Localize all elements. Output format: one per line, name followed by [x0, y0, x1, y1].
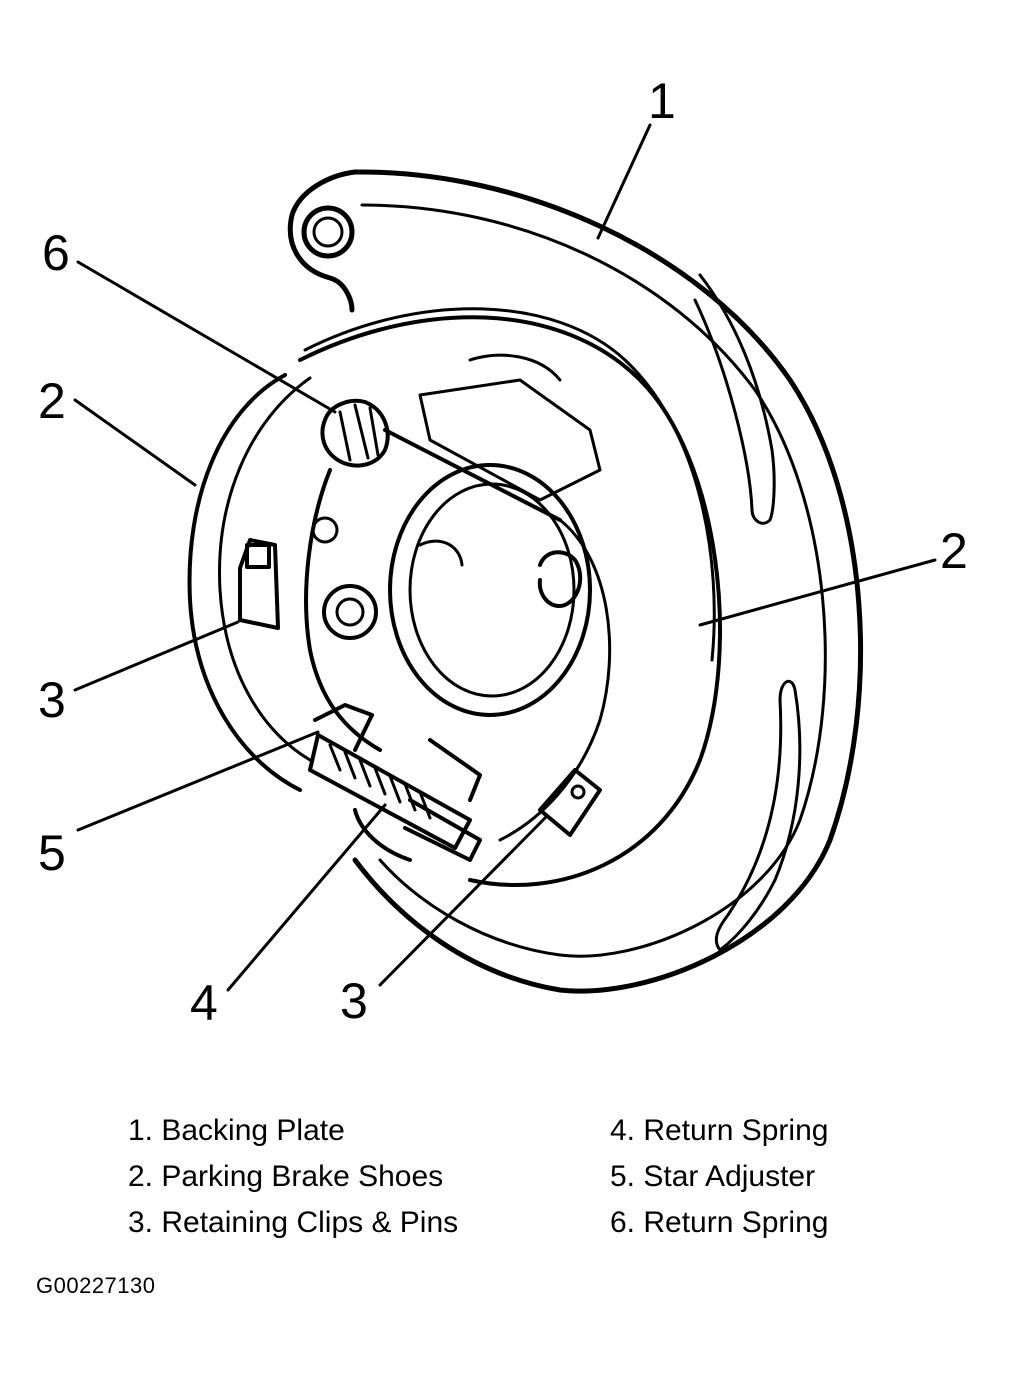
legend-left-column: 1. Backing Plate 2. Parking Brake Shoes … — [128, 1108, 458, 1246]
callout-5: 5 — [38, 825, 66, 881]
star-adjuster — [308, 703, 472, 850]
leader-lines — [73, 123, 937, 992]
backing-plate — [287, 169, 864, 994]
leader-3-lower — [378, 816, 547, 987]
lower-return-spring — [353, 738, 482, 862]
callout-2-left: 2 — [38, 373, 66, 429]
callout-3-left: 3 — [38, 672, 66, 728]
legend-item-1: 1. Backing Plate — [128, 1114, 345, 1147]
callout-3-lower: 3 — [340, 973, 368, 1029]
legend-item-3: 3. Retaining Clips & Pins — [128, 1206, 459, 1239]
brake-assembly-diagram: 1 6 2 2 3 5 4 3 — [38, 73, 968, 1031]
leader-4 — [226, 803, 387, 992]
leader-6 — [76, 260, 337, 414]
hub — [311, 463, 592, 717]
retaining-clip-left — [238, 538, 280, 630]
callout-2-right: 2 — [940, 523, 968, 579]
callout-1: 1 — [648, 73, 676, 129]
legend-right-column: 4. Return Spring 5. Star Adjuster 6. Ret… — [610, 1108, 828, 1246]
parking-brake-shoes — [187, 307, 722, 887]
upper-return-spring — [320, 353, 602, 608]
callout-6: 6 — [42, 225, 70, 281]
leader-2-left — [73, 398, 197, 487]
callout-4: 4 — [190, 975, 218, 1031]
figure-id: G00227130 — [36, 1273, 156, 1298]
leader-2-right — [698, 558, 937, 627]
leader-5 — [76, 730, 320, 832]
retaining-clip-lower — [538, 768, 602, 837]
leader-1 — [596, 123, 652, 240]
legend-item-4: 4. Return Spring — [610, 1114, 829, 1147]
legend-item-2: 2. Parking Brake Shoes — [128, 1160, 444, 1193]
legend-item-5: 5. Star Adjuster — [610, 1160, 816, 1193]
leader-3-left — [73, 620, 240, 692]
legend-item-6: 6. Return Spring — [610, 1206, 829, 1239]
